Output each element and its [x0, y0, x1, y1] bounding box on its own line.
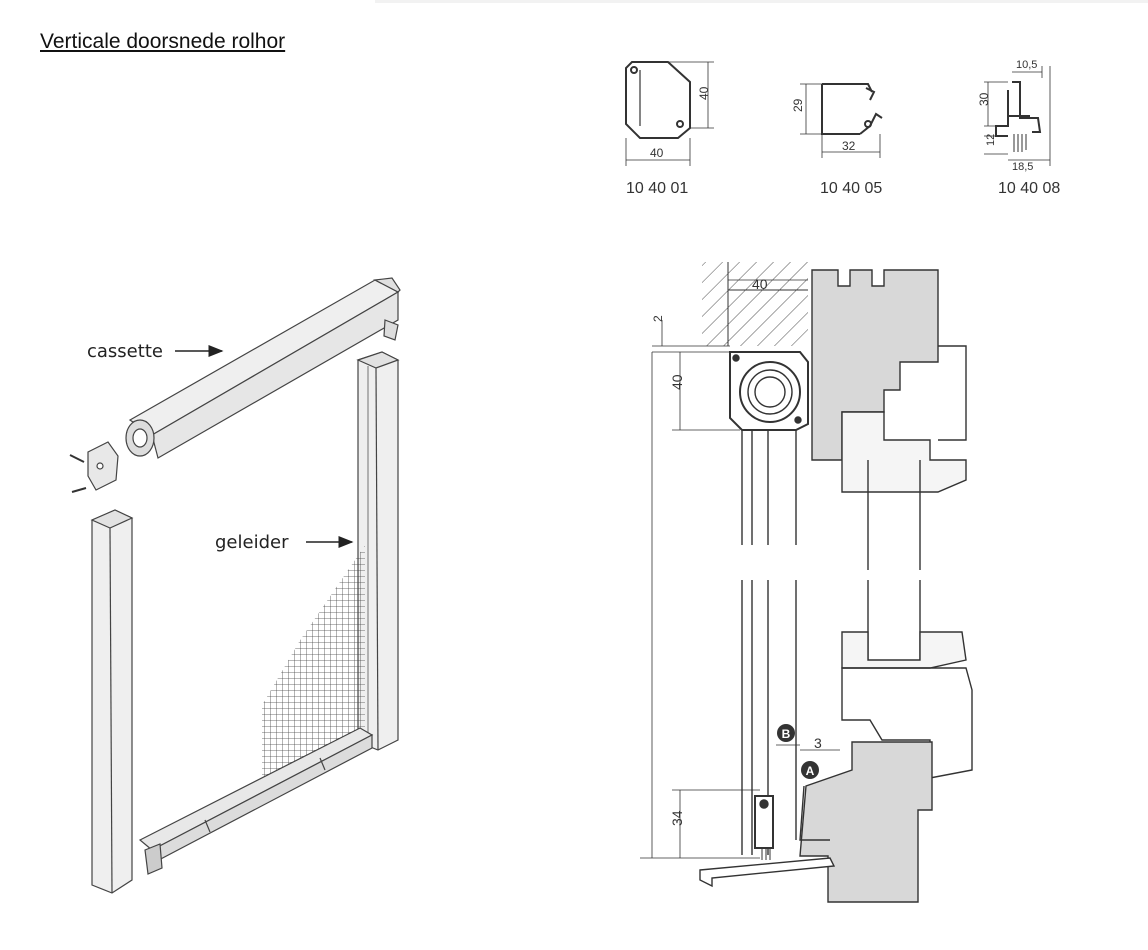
profile-2-dim-height: 29	[791, 98, 805, 112]
cassette-part	[125, 277, 401, 459]
bottom-rail-part	[138, 727, 374, 875]
section-dim-gap: 2	[651, 315, 665, 322]
profile-1-dim-height: 40	[697, 86, 711, 100]
end-cap-part	[69, 441, 119, 493]
profile-104005	[800, 83, 883, 158]
section-dim-cassette: 40	[669, 374, 685, 390]
top-border-line	[375, 0, 1148, 3]
profile-104008	[984, 66, 1051, 166]
geleider-label: geleider	[215, 532, 289, 553]
right-guide-part	[356, 351, 400, 751]
profile-1-dim-width: 40	[650, 146, 664, 160]
profile-1-code: 10 40 01	[626, 180, 688, 197]
left-guide-part	[90, 509, 134, 894]
svg-text:B: B	[782, 727, 791, 741]
section-dim-offset: 3	[814, 735, 822, 751]
profile-2-code: 10 40 05	[820, 180, 882, 197]
section-dim-rail: 34	[669, 810, 685, 826]
profile-3-dim-a: 10,5	[1016, 59, 1037, 71]
cassette-label: cassette	[87, 341, 163, 362]
section-drawing	[699, 262, 973, 903]
profile-100401	[625, 61, 714, 166]
section-dim-width: 40	[752, 276, 768, 292]
profile-3-code: 10 40 08	[998, 180, 1060, 197]
wall-hatch	[702, 262, 808, 346]
profile-3-dim-b: 30	[977, 92, 991, 106]
mesh-screen	[262, 545, 365, 790]
marker-b: B	[777, 724, 795, 742]
svg-text:A: A	[806, 764, 815, 778]
page-title: Verticale doorsnede rolhor	[40, 30, 286, 53]
profile-3-dim-d: 18,5	[1012, 161, 1033, 173]
marker-a: A	[801, 761, 819, 779]
sill	[799, 741, 933, 903]
profile-2-dim-width: 32	[842, 139, 856, 153]
iso-drawing	[69, 277, 401, 894]
profile-3-dim-c: 12	[985, 134, 997, 146]
section-dimensions	[640, 279, 840, 859]
